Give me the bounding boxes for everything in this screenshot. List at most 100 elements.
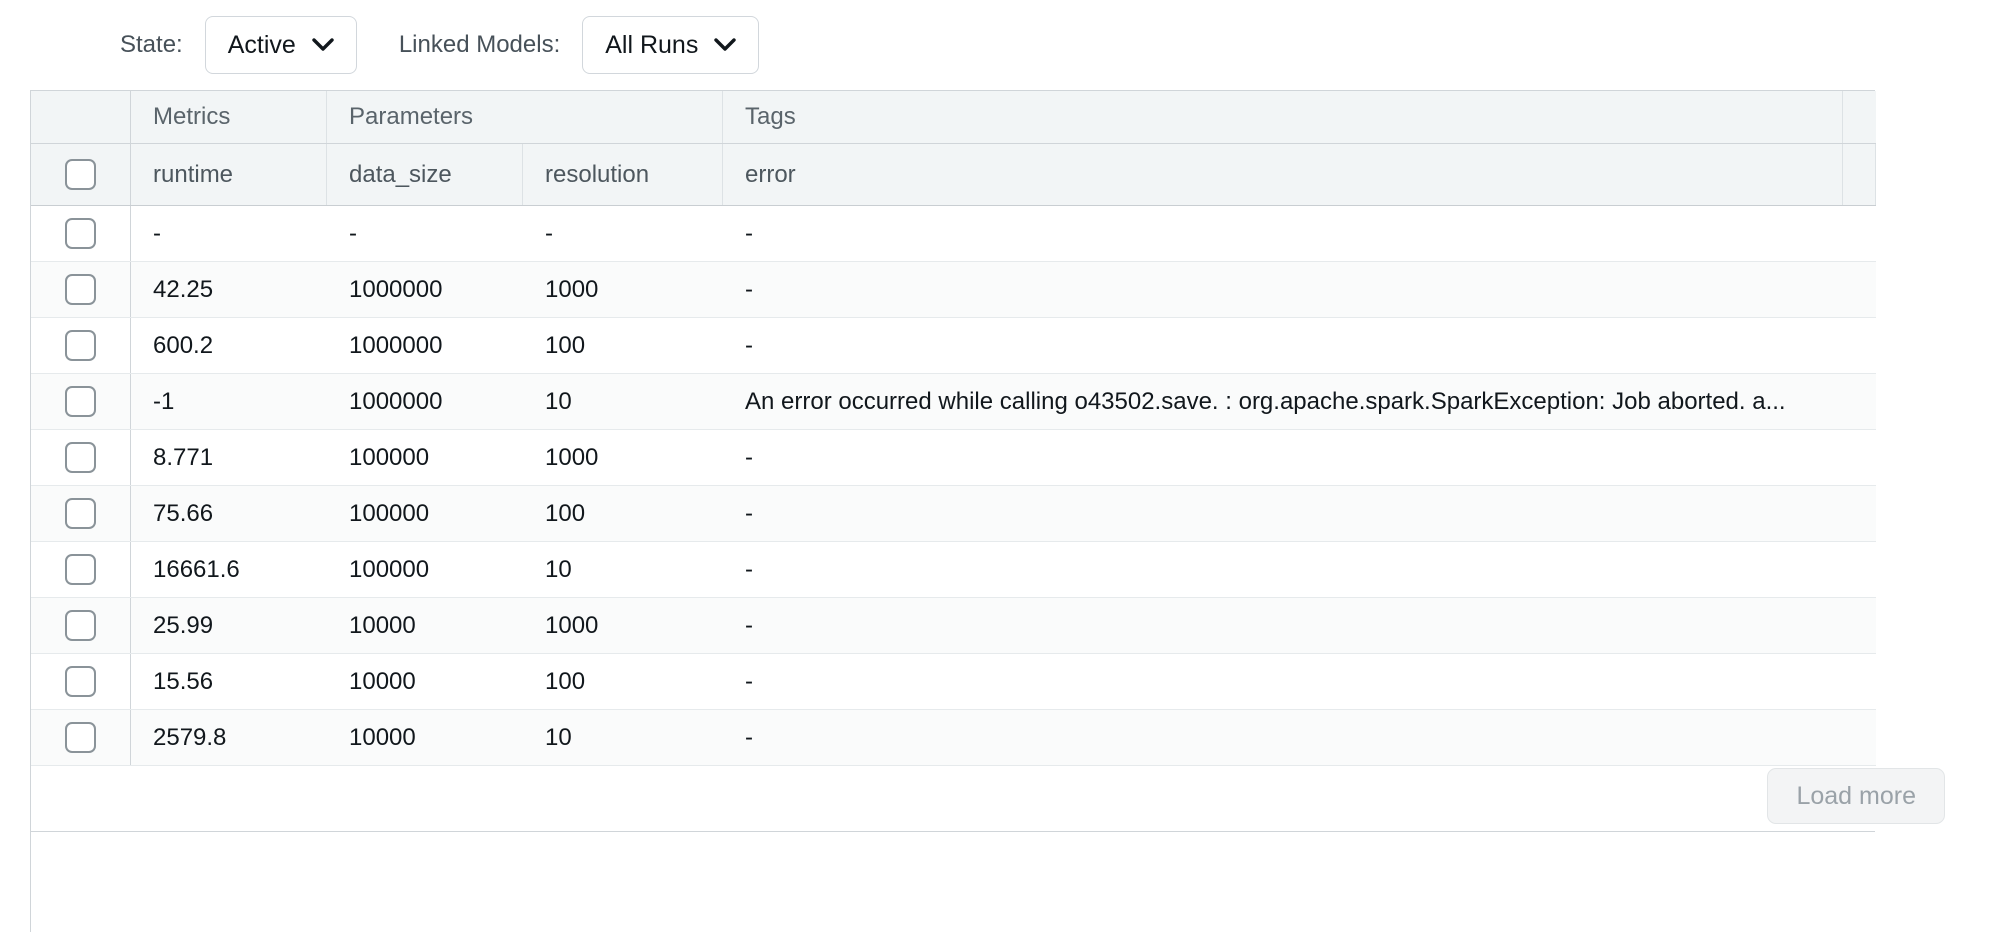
cell-end-spacer [1843,598,1876,653]
cell-error: An error occurred while calling o43502.s… [723,374,1843,429]
row-checkbox-cell[interactable] [31,654,131,709]
table-row[interactable]: ---- [31,206,1876,262]
cell-resolution: 10 [545,723,572,751]
row-checkbox[interactable] [65,330,96,361]
cell-runtime: 75.66 [153,499,214,527]
row-checkbox[interactable] [65,442,96,473]
cell-runtime: 16661.6 [153,555,240,583]
row-checkbox-cell[interactable] [31,318,131,373]
group-header-metrics[interactable]: Metrics [131,91,327,143]
chevron-down-icon [714,38,737,52]
cell-error-text: An error occurred while calling o43502.s… [745,387,1786,415]
cell-error: - [723,542,1843,597]
cell-error-text: - [745,611,753,639]
row-checkbox-cell[interactable] [31,430,131,485]
cell-end-spacer [1843,430,1876,485]
row-checkbox-cell[interactable] [31,710,131,765]
cell-resolution: 10 [545,387,572,415]
cell-error: - [723,206,1843,261]
column-header-end-spacer [1843,144,1876,205]
cell-data-size: 1000000 [349,331,443,359]
group-header-checkbox-spacer [31,91,131,143]
cell-end-spacer [1843,542,1876,597]
cell-error-text: - [745,555,753,583]
linked-models-dropdown-value: All Runs [605,30,699,59]
cell-error: - [723,262,1843,317]
row-checkbox[interactable] [65,554,96,585]
cell-resolution: - [545,219,553,247]
cell-data-size: 1000000 [349,275,443,303]
state-dropdown[interactable]: Active [204,16,357,74]
cell-data-size: - [349,219,357,247]
table-column-header-row: runtime data_size resolution error [31,144,1876,206]
cell-error-text: - [745,667,753,695]
cell-error-text: - [745,275,753,303]
cell-error-text: - [745,443,753,471]
cell-error: - [723,654,1843,709]
column-header-runtime[interactable]: runtime [131,144,327,205]
cell-resolution: 1000 [545,611,599,639]
cell-resolution: 10 [545,555,572,583]
cell-runtime: 15.56 [153,667,214,695]
cell-end-spacer [1843,374,1876,429]
linked-models-filter-label: Linked Models: [398,31,561,58]
table-group-header-row: Metrics Parameters Tags [31,91,1876,144]
table-row[interactable]: 75.66 100000 100 - [31,486,1876,542]
cell-error: - [723,598,1843,653]
group-header-parameters[interactable]: Parameters [327,91,723,143]
column-header-resolution[interactable]: resolution [523,144,723,205]
cell-end-spacer [1843,710,1876,765]
state-filter-label: State: [120,31,183,58]
row-checkbox-cell[interactable] [31,598,131,653]
cell-resolution: 1000 [545,443,599,471]
select-all-checkbox-cell[interactable] [31,144,131,205]
table-below-empty-area [30,832,1875,932]
cell-runtime: 42.25 [153,275,214,303]
row-checkbox[interactable] [65,722,96,753]
column-header-error[interactable]: error [723,144,1843,205]
cell-data-size: 100000 [349,499,430,527]
row-checkbox[interactable] [65,666,96,697]
cell-end-spacer [1843,654,1876,709]
row-checkbox-cell[interactable] [31,542,131,597]
cell-data-size: 10000 [349,667,416,695]
cell-runtime: 600.2 [153,331,214,359]
cell-error-text: - [745,331,753,359]
filter-bar: State: Active Linked Models: All Runs [0,0,1999,90]
row-checkbox[interactable] [65,610,96,641]
cell-error-text: - [745,723,753,751]
row-checkbox-cell[interactable] [31,374,131,429]
linked-models-dropdown[interactable]: All Runs [582,16,760,74]
group-header-tags[interactable]: Tags [723,91,1843,143]
select-all-checkbox[interactable] [65,159,96,190]
cell-error: - [723,430,1843,485]
load-more-button[interactable]: Load more [1767,768,1945,824]
cell-data-size: 1000000 [349,387,443,415]
cell-data-size: 10000 [349,611,416,639]
cell-resolution: 100 [545,499,586,527]
chevron-down-icon [312,38,334,52]
row-checkbox-cell[interactable] [31,206,131,261]
cell-error-text: - [745,499,753,527]
row-checkbox[interactable] [65,274,96,305]
cell-error: - [723,318,1843,373]
state-dropdown-value: Active [227,30,296,59]
runs-table: Metrics Parameters Tags runtime data_siz… [30,90,1876,766]
row-checkbox[interactable] [65,218,96,249]
column-header-data-size[interactable]: data_size [327,144,523,205]
cell-error-text: - [745,219,753,247]
row-checkbox[interactable] [65,386,96,417]
row-checkbox-cell[interactable] [31,486,131,541]
cell-error: - [723,710,1843,765]
filter-spacer [357,45,399,46]
row-checkbox-cell[interactable] [31,262,131,317]
row-checkbox[interactable] [65,498,96,529]
